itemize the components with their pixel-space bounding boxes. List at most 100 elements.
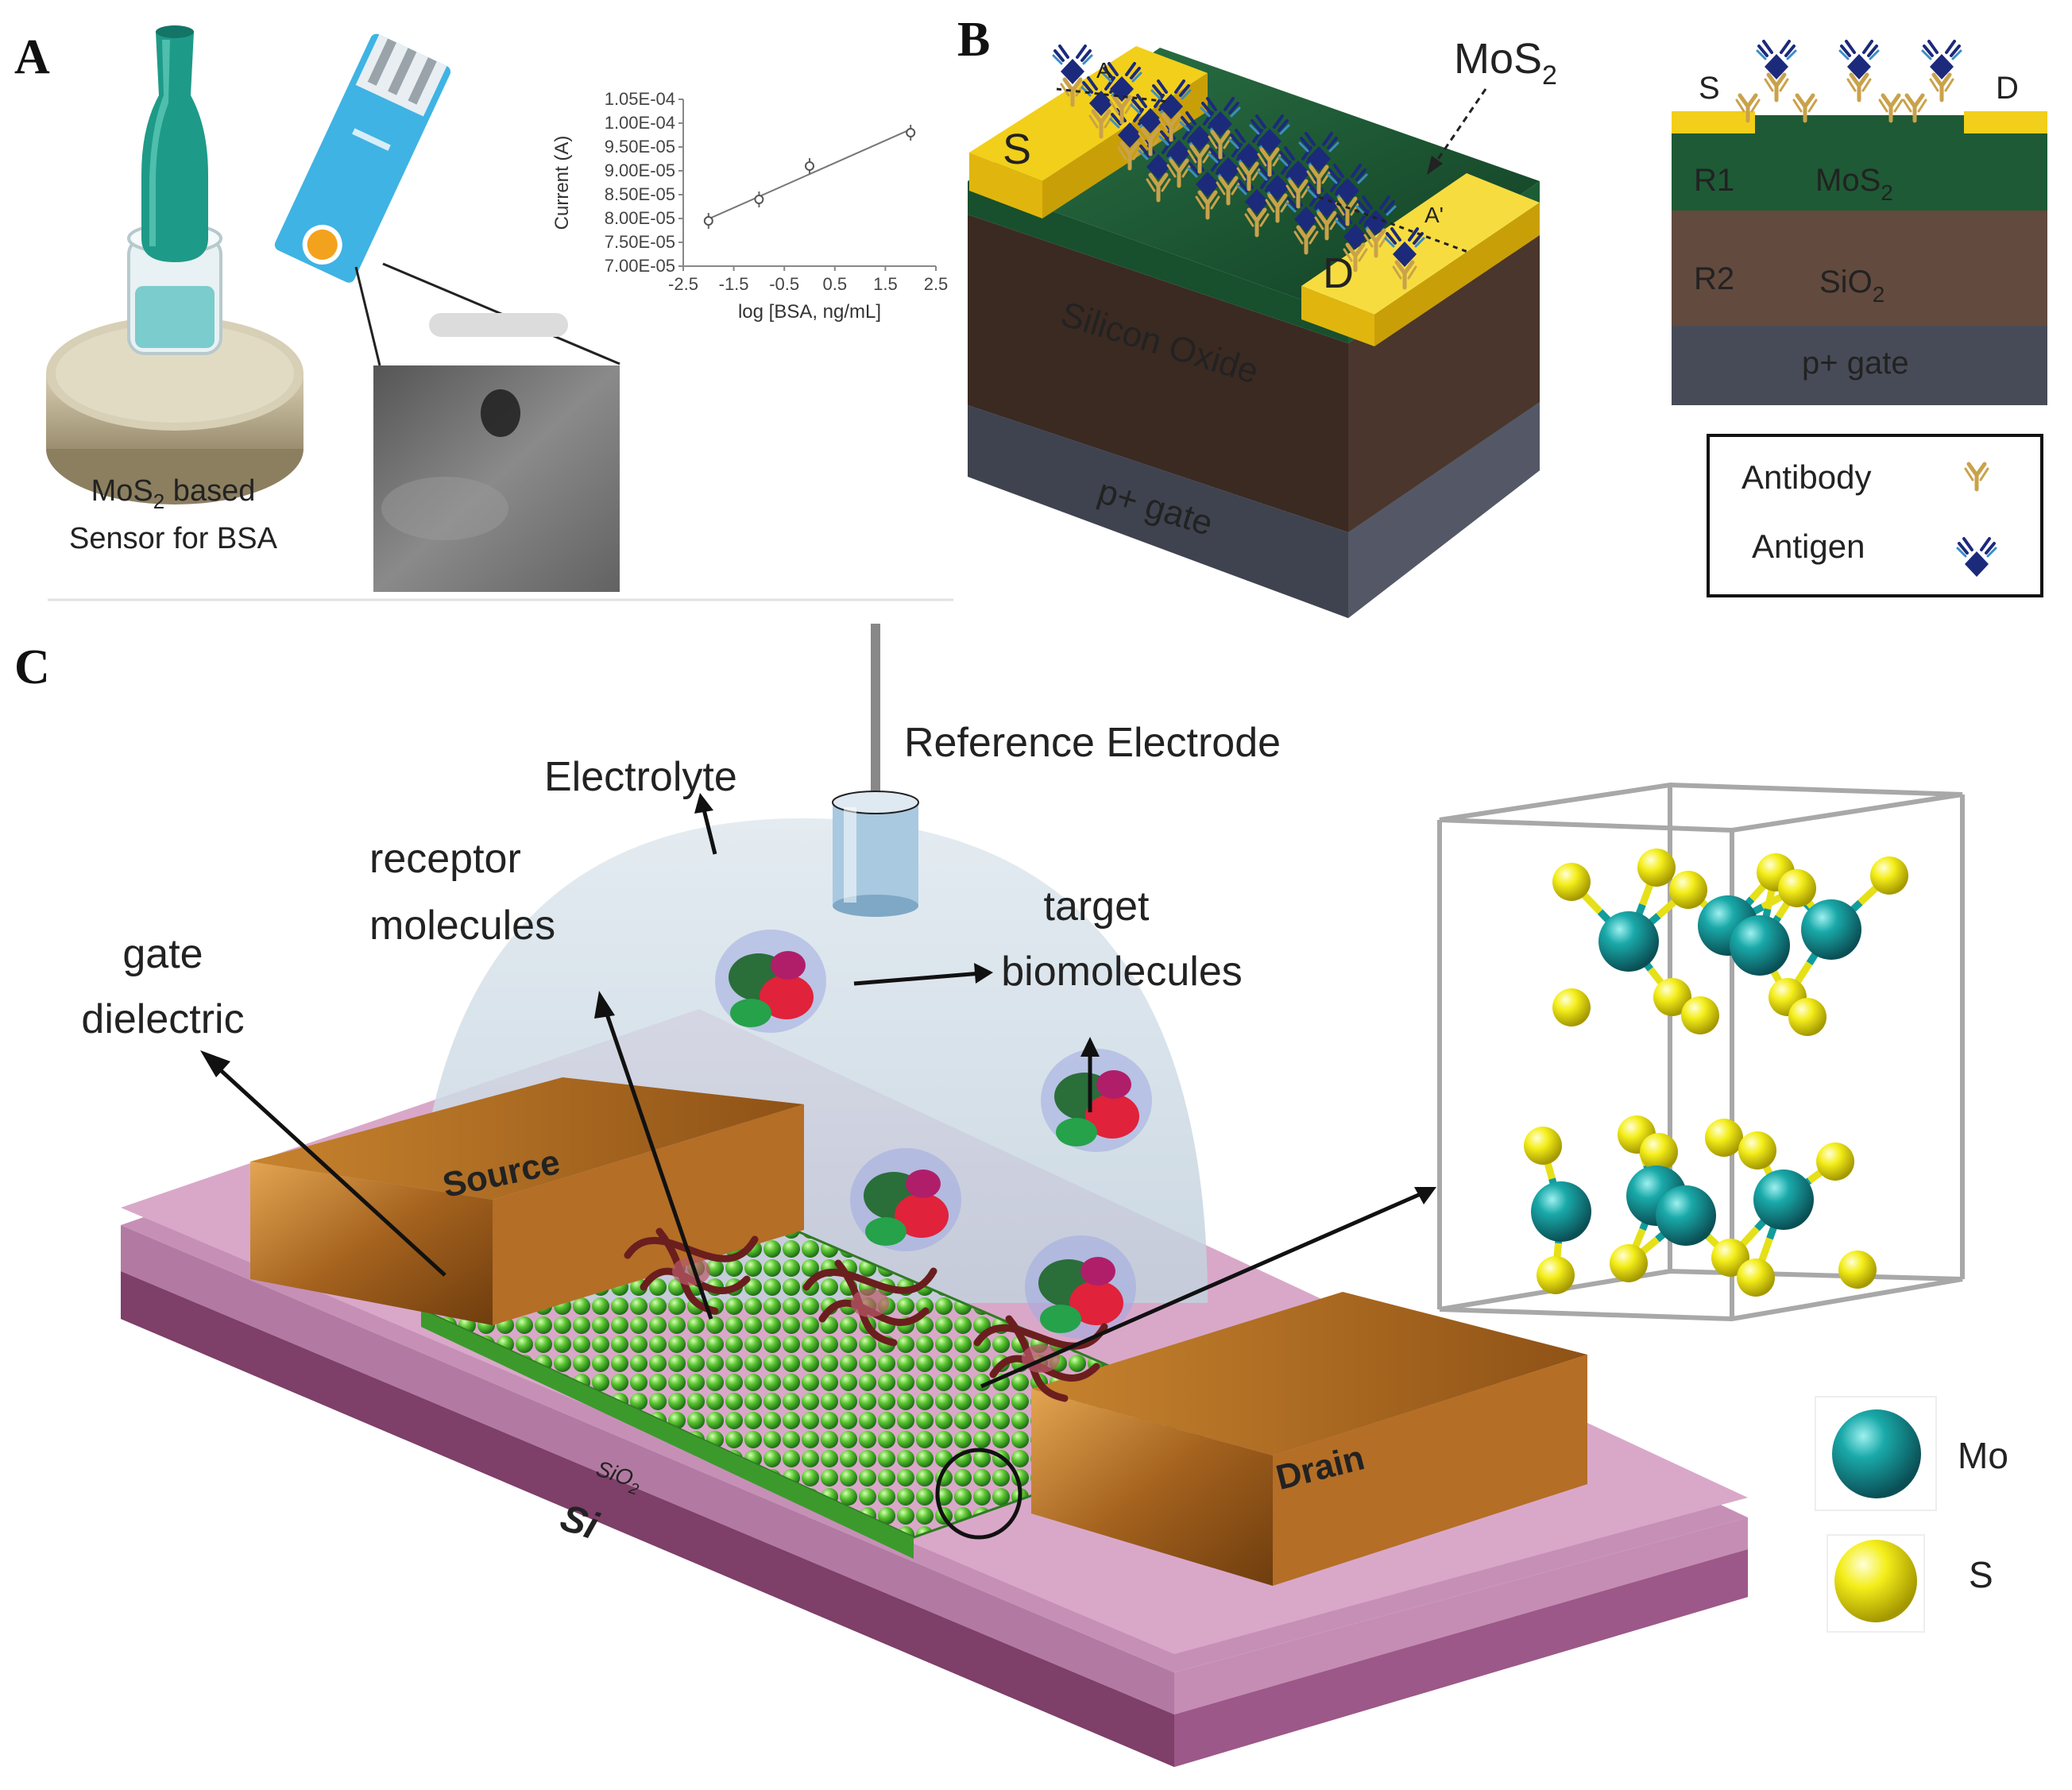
y-tick-label: 8.50E-05 [605,184,675,204]
y-tick-label: 7.50E-05 [605,232,675,252]
s-atom [1816,1142,1854,1181]
cs-sio2-text: SiO [1819,265,1873,300]
receptor-core [851,1289,889,1317]
y-tick-label: 8.00E-05 [605,208,675,228]
s-atom [1669,871,1707,909]
fet-3d-block [968,46,1540,618]
gate-dielectric-line1: gate [122,931,203,977]
mo-atom [1753,1169,1814,1230]
annotation-arrows [213,806,1424,1389]
sem-light-region [381,477,508,540]
target-label-line1: target [1044,883,1150,930]
mo-atom [1801,899,1861,960]
cs-gate-label: p+ gate [1802,346,1909,381]
data-point [754,195,764,204]
protein-domain-magenta [1096,1070,1131,1099]
receptor-label-line1: receptor [369,836,521,882]
s-atom [1870,856,1908,895]
s-atom [1738,1131,1776,1169]
s-atom [1640,1133,1678,1171]
mos2-callout: MoS2 [1454,35,1557,91]
source-electrode [250,1077,804,1325]
mos2-callout-sub: 2 [1542,60,1557,91]
s-atom [1524,1127,1562,1165]
sensor-base-illustration [46,25,303,505]
protein-domain-light-green [865,1217,906,1246]
target-label-line2: biomolecules [1001,949,1243,995]
scale-bar-pill [429,313,568,337]
drain-electrode [1031,1292,1587,1586]
reference-electrode-body [832,791,919,917]
data-point [906,128,916,137]
gate-dielectric-line2: dielectric [81,996,244,1042]
receptor-core [672,1257,710,1285]
s-atom [1552,988,1591,1026]
mos2-callout-line [1430,88,1487,169]
s-atom [1838,1251,1877,1289]
protein-domain-red [1069,1281,1123,1325]
drain-label-d: D [1323,249,1354,297]
caption-rest: based [164,474,255,508]
y-axis-label: Current (A) [551,136,573,230]
panel-b: B A A' S D Silicon Oxide [957,13,2047,618]
reference-electrode-wire [871,624,880,810]
cs-mos2-text: MoS [1815,163,1881,198]
panel-c-letter: C [14,640,50,694]
cs-r1-label: R1 [1694,163,1734,198]
protein-domain-magenta [771,951,806,980]
annotation-arrowheads [200,793,1436,1204]
protein-domain-magenta [906,1169,941,1198]
protein-domain-light-green [1056,1118,1097,1146]
mo-atom [1598,911,1659,972]
cs-mos2-label: MoS2 [1815,163,1893,205]
s-atom [1681,996,1719,1034]
sem-dark-spot [481,389,520,437]
biomolecules [624,930,1152,1402]
cs-sio2-sub: 2 [1873,282,1885,307]
protein-domain-red [760,975,814,1019]
antibody-antigen-legend [1707,434,2043,597]
sensor-caption-line2: Sensor for BSA [69,522,278,555]
reference-electrode-label: Reference Electrode [904,720,1281,766]
s-atom [1637,849,1676,887]
receptor-label-line2: molecules [369,903,555,949]
source-label-s: S [1003,126,1031,173]
data-point [805,161,814,171]
x-tick-label: -0.5 [769,274,799,294]
panel-a: A MoS2 based Sensor for BSA [14,25,953,601]
cs-source-label: S [1699,71,1720,106]
x-tick-label: -1.5 [719,274,749,294]
legend-antibody-label: Antibody [1741,458,1871,496]
protein-domain-light-green [1040,1305,1081,1333]
y-tick-label: 1.00E-04 [605,113,675,133]
x-tick-label: -2.5 [668,274,698,294]
s-atom [1705,1119,1743,1157]
legend-s-sphere [1834,1540,1917,1622]
zoom-line-left [354,266,381,366]
s-atom [1552,863,1591,901]
s-atom [1788,998,1827,1036]
s-atom [1653,978,1691,1016]
panel-c: C Source Drain [14,624,2008,1767]
protein-domain-magenta [1080,1257,1115,1285]
protein-domain-light-green [730,999,771,1027]
y-tick-label: 1.05E-04 [605,89,675,109]
data-point [703,216,713,226]
mo-atom [1730,915,1790,976]
y-tick-label: 7.00E-05 [605,256,675,276]
legend-s-label: S [1969,1554,1993,1595]
marker-a-prime: A' [1424,203,1444,227]
channel-edge [421,1309,914,1559]
s-atom [1610,1244,1648,1282]
trend-line [708,128,911,220]
x-tick-label: 2.5 [924,274,949,294]
y-tick-label: 9.00E-05 [605,160,675,180]
cs-r2-label: R2 [1694,261,1734,296]
electrolyte-label: Electrolyte [544,754,737,800]
x-axis-label: log [BSA, ng/mL] [738,301,881,323]
test-strip-illustration [274,33,451,283]
cs-drain-label: D [1996,71,2019,106]
cross-section [1672,41,2047,405]
marker-a: A [1096,58,1111,83]
